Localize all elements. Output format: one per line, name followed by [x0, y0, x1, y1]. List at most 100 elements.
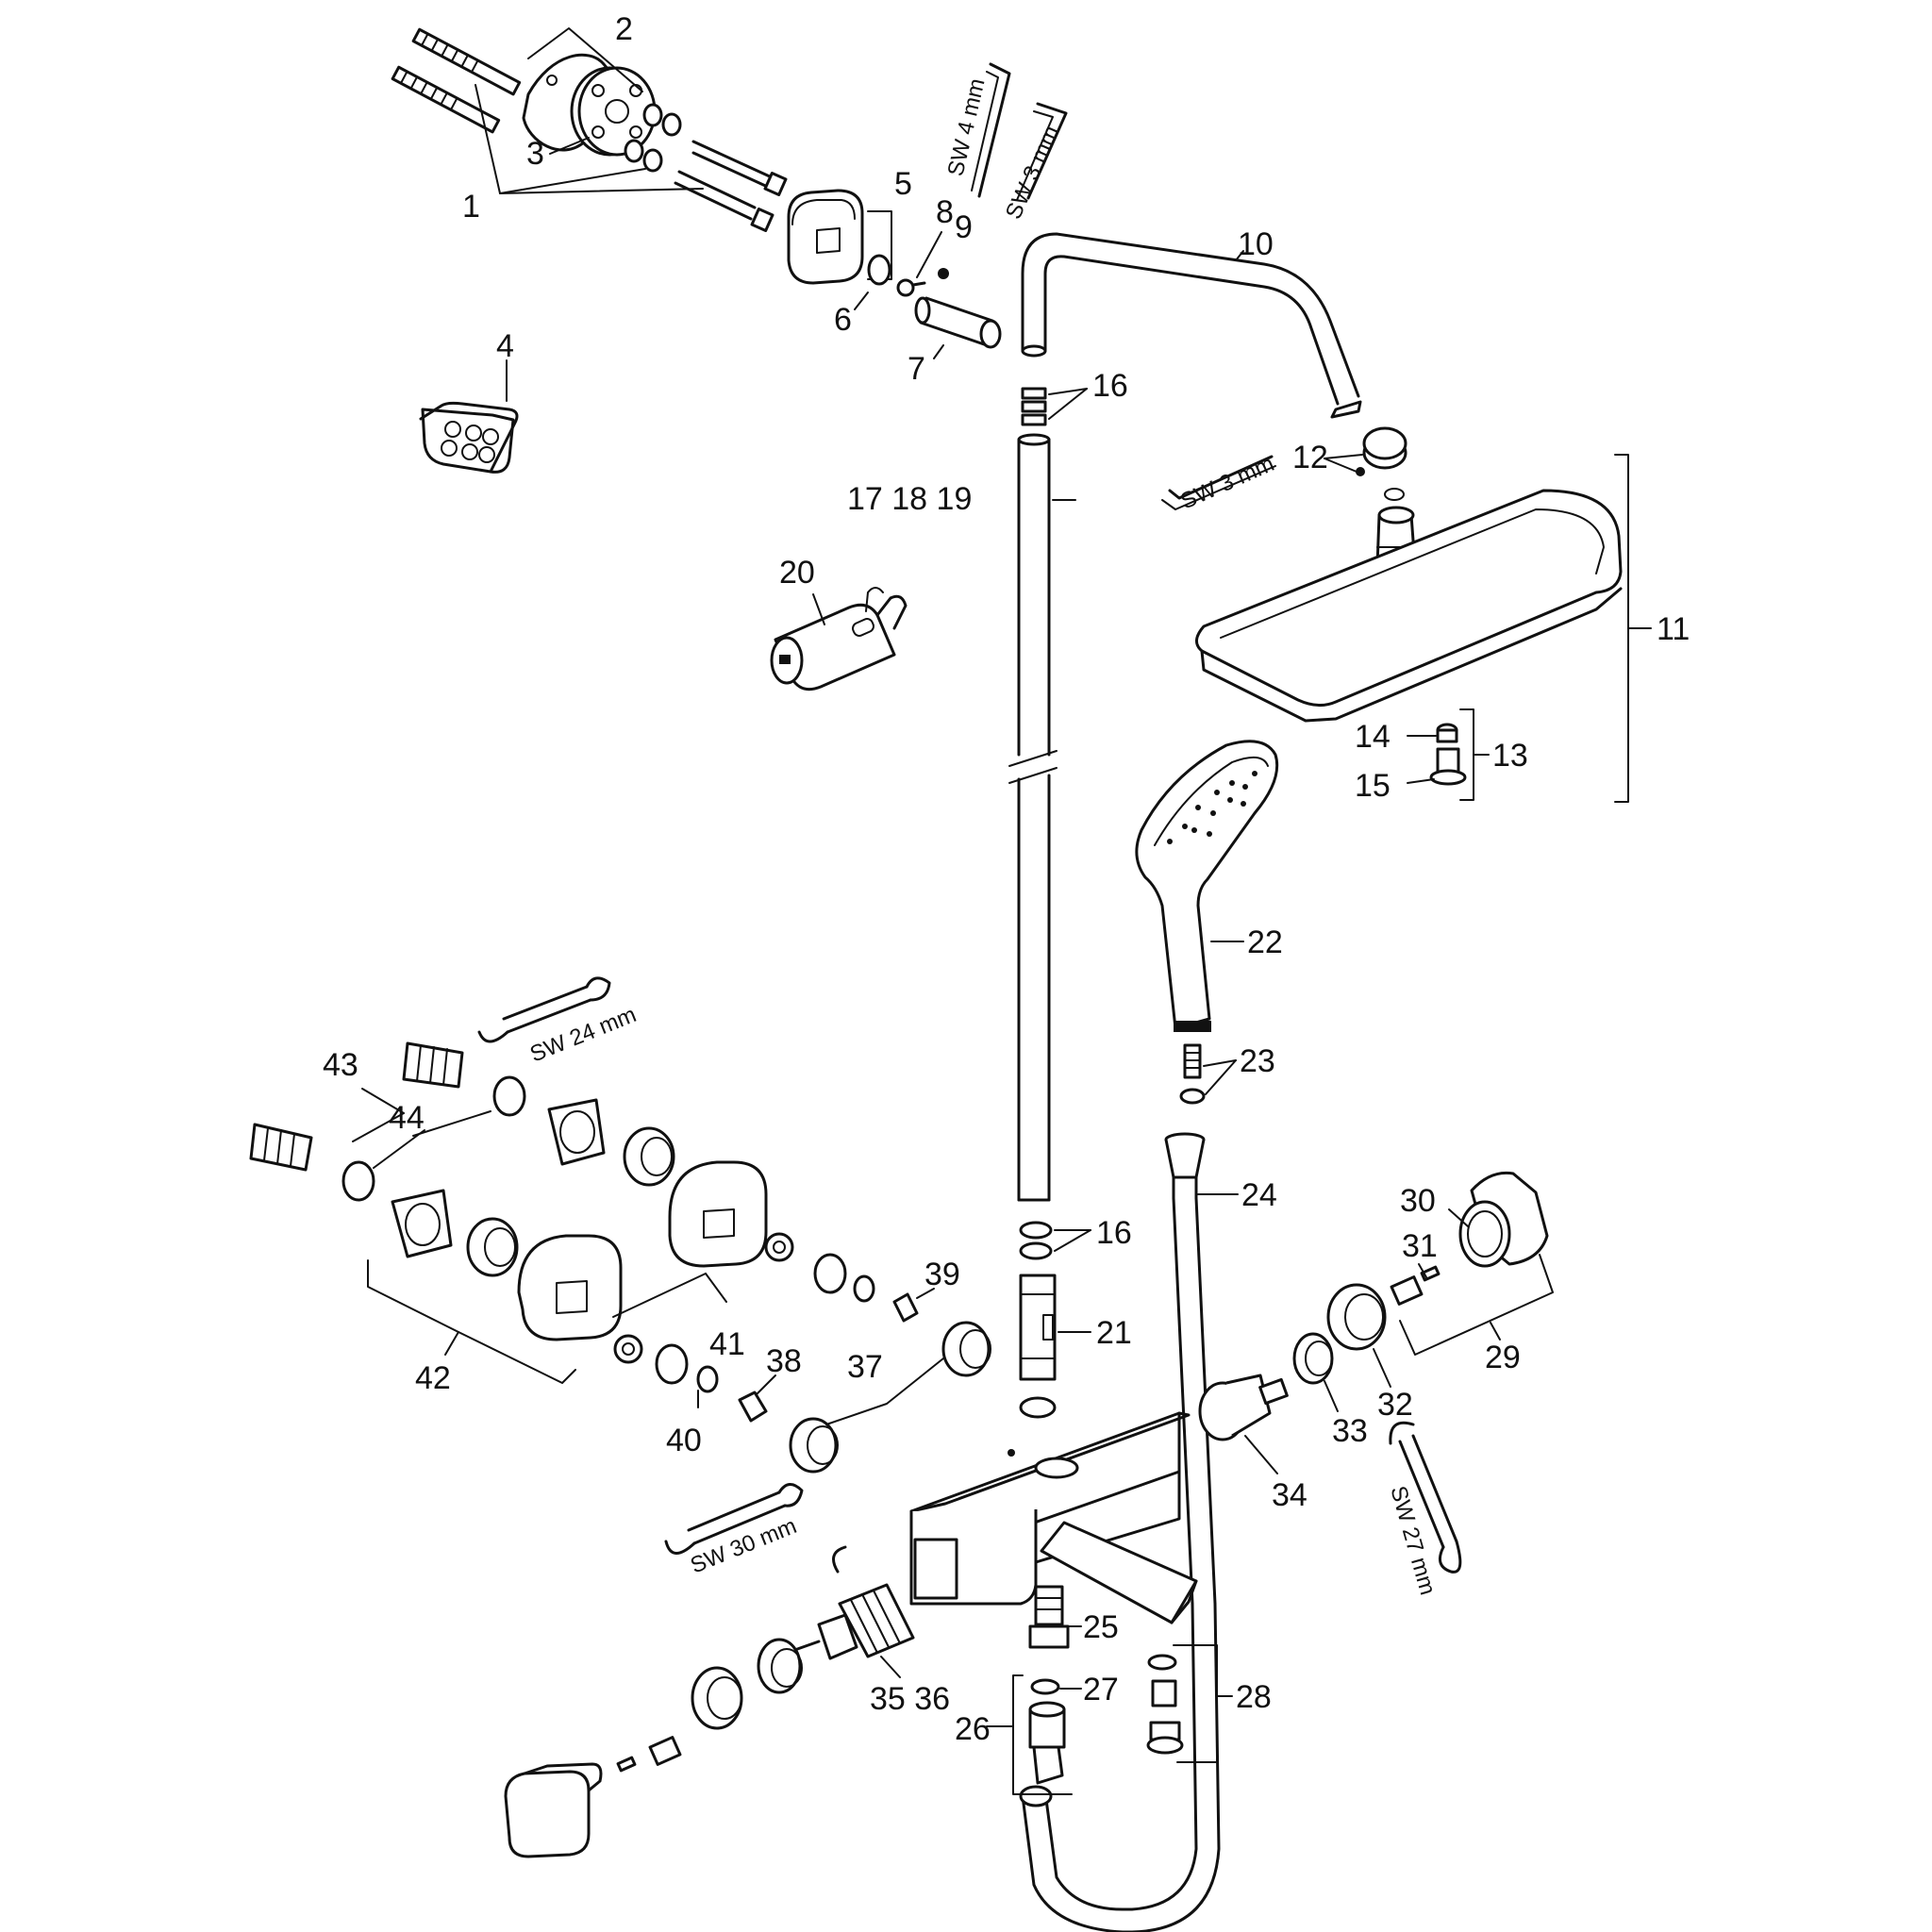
label-24: 24: [1241, 1177, 1277, 1213]
label-21: 21: [1096, 1315, 1132, 1351]
tool-label-sw27: SW 27 mm: [1385, 1483, 1441, 1598]
part-23-fittings: [1179, 1043, 1206, 1105]
label-31: 31: [1402, 1228, 1438, 1264]
part-32-adapter: [1326, 1283, 1387, 1351]
label-7: 7: [908, 351, 925, 387]
part-5-cover-rosette: [787, 189, 864, 285]
label-27: 27: [1083, 1672, 1119, 1707]
washers: [624, 103, 682, 173]
label-17-18-19: 17 18 19: [847, 481, 972, 517]
part-10-shower-arm: [1021, 232, 1362, 419]
part-21-extension: [1019, 1274, 1057, 1419]
label-13: 13: [1492, 738, 1528, 774]
wrench-24mm: [477, 976, 611, 1043]
label-1: 1: [462, 189, 480, 225]
part-33-ring: [1292, 1332, 1334, 1385]
label-34: 34: [1272, 1477, 1307, 1513]
part-8-screw: [896, 278, 926, 297]
wrench-30mm: [664, 1483, 804, 1555]
thermostat-body: [909, 1411, 1198, 1624]
label-32: 32: [1377, 1387, 1413, 1423]
hex-key-3mm: [1016, 102, 1068, 201]
part-28-spout-parts: [1146, 1654, 1184, 1755]
label-9: 9: [955, 209, 973, 245]
label-42: 42: [415, 1360, 451, 1396]
label-44: 44: [389, 1100, 425, 1136]
label-11: 11: [1657, 611, 1690, 647]
part-15-jet-base: [1429, 747, 1467, 786]
part-43-eccentric-lower: [249, 1123, 375, 1202]
tool-label-sw24: SW 24 mm: [526, 1002, 640, 1067]
part-40-strainer: [655, 1343, 719, 1393]
tool-label-sw3-b: SW 3 mm: [1176, 451, 1277, 515]
part-25-cartridge: [1028, 1585, 1070, 1649]
label-43: 43: [323, 1047, 358, 1083]
part-17-18-19-riser-pipe: [1008, 433, 1058, 1202]
temperature-handle-cap: [504, 1762, 603, 1858]
part-14-jet: [1436, 723, 1458, 743]
label-29: 29: [1485, 1340, 1521, 1375]
part-42-wall-flanges: [391, 1098, 675, 1277]
tool-label-sw4: SW 4 mm: [943, 76, 991, 179]
cartridge-adapter: [691, 1666, 743, 1730]
leader-3: [549, 137, 590, 155]
part-16-orings-top: [1021, 387, 1047, 426]
part-4-overhead-cover: [419, 401, 519, 474]
part-41-cover-lower: [517, 1234, 643, 1364]
part-39-strainer: [813, 1253, 919, 1323]
label-16-top: 16: [1092, 368, 1128, 404]
label-15: 15: [1355, 768, 1391, 804]
label-5: 5: [894, 166, 912, 202]
long-screws: [674, 140, 788, 232]
label-25: 25: [1083, 1609, 1119, 1645]
label-38: 38: [766, 1343, 802, 1379]
part-31-screw: [1390, 1265, 1441, 1306]
label-41: 41: [709, 1326, 745, 1362]
label-8: 8: [936, 194, 954, 230]
part-34-cartridge: [1198, 1374, 1289, 1441]
part-30-handle: [1458, 1171, 1549, 1268]
leader-2: [527, 27, 643, 92]
part-16-orings-bottom: [1019, 1221, 1053, 1260]
label-26: 26: [955, 1711, 991, 1747]
label-33: 33: [1332, 1413, 1368, 1449]
hex-key-3mm-b: [1161, 455, 1276, 510]
tool-label-sw3-a: SW 3 mm: [1001, 122, 1065, 223]
wall-bracket-disc: [570, 66, 657, 157]
part-6-oring: [867, 254, 891, 286]
part-20-hand-shower-holder: [770, 587, 908, 691]
label-12: 12: [1292, 440, 1328, 475]
hex-key-4mm: [971, 62, 1011, 198]
label-37: 37: [847, 1349, 883, 1385]
part-38-check-valve: [738, 1391, 768, 1423]
label-20: 20: [779, 555, 815, 591]
label-16-bottom: 16: [1096, 1215, 1132, 1251]
wrench-27mm: [1389, 1421, 1462, 1574]
part-9-grub-screw: [938, 268, 949, 279]
label-3: 3: [526, 136, 544, 172]
part-43-eccentric-upper: [402, 1041, 526, 1117]
cartridge-screw: [616, 1736, 682, 1773]
part-26-diverter: [1028, 1701, 1066, 1785]
part-12-nut: [1356, 426, 1407, 476]
label-6: 6: [834, 302, 852, 338]
label-2: 2: [615, 11, 633, 47]
label-23: 23: [1240, 1043, 1275, 1079]
label-28: 28: [1236, 1679, 1272, 1715]
part-22-hand-shower: [1135, 740, 1279, 1032]
part-37-union-nuts: [789, 1321, 991, 1474]
cartridge-ring: [757, 1638, 803, 1694]
label-40: 40: [666, 1423, 702, 1458]
label-30: 30: [1400, 1183, 1436, 1219]
wall-anchor-screws: [391, 27, 522, 134]
label-39: 39: [924, 1257, 960, 1292]
part-27-washer: [1030, 1678, 1060, 1695]
label-14: 14: [1355, 719, 1391, 755]
label-22: 22: [1247, 924, 1283, 960]
part-41-cover-upper: [668, 1160, 794, 1268]
label-4: 4: [496, 328, 514, 364]
part-11-overhead-shower: [1195, 488, 1623, 723]
part-35-36-thermostat-cartridge: [785, 1545, 915, 1660]
